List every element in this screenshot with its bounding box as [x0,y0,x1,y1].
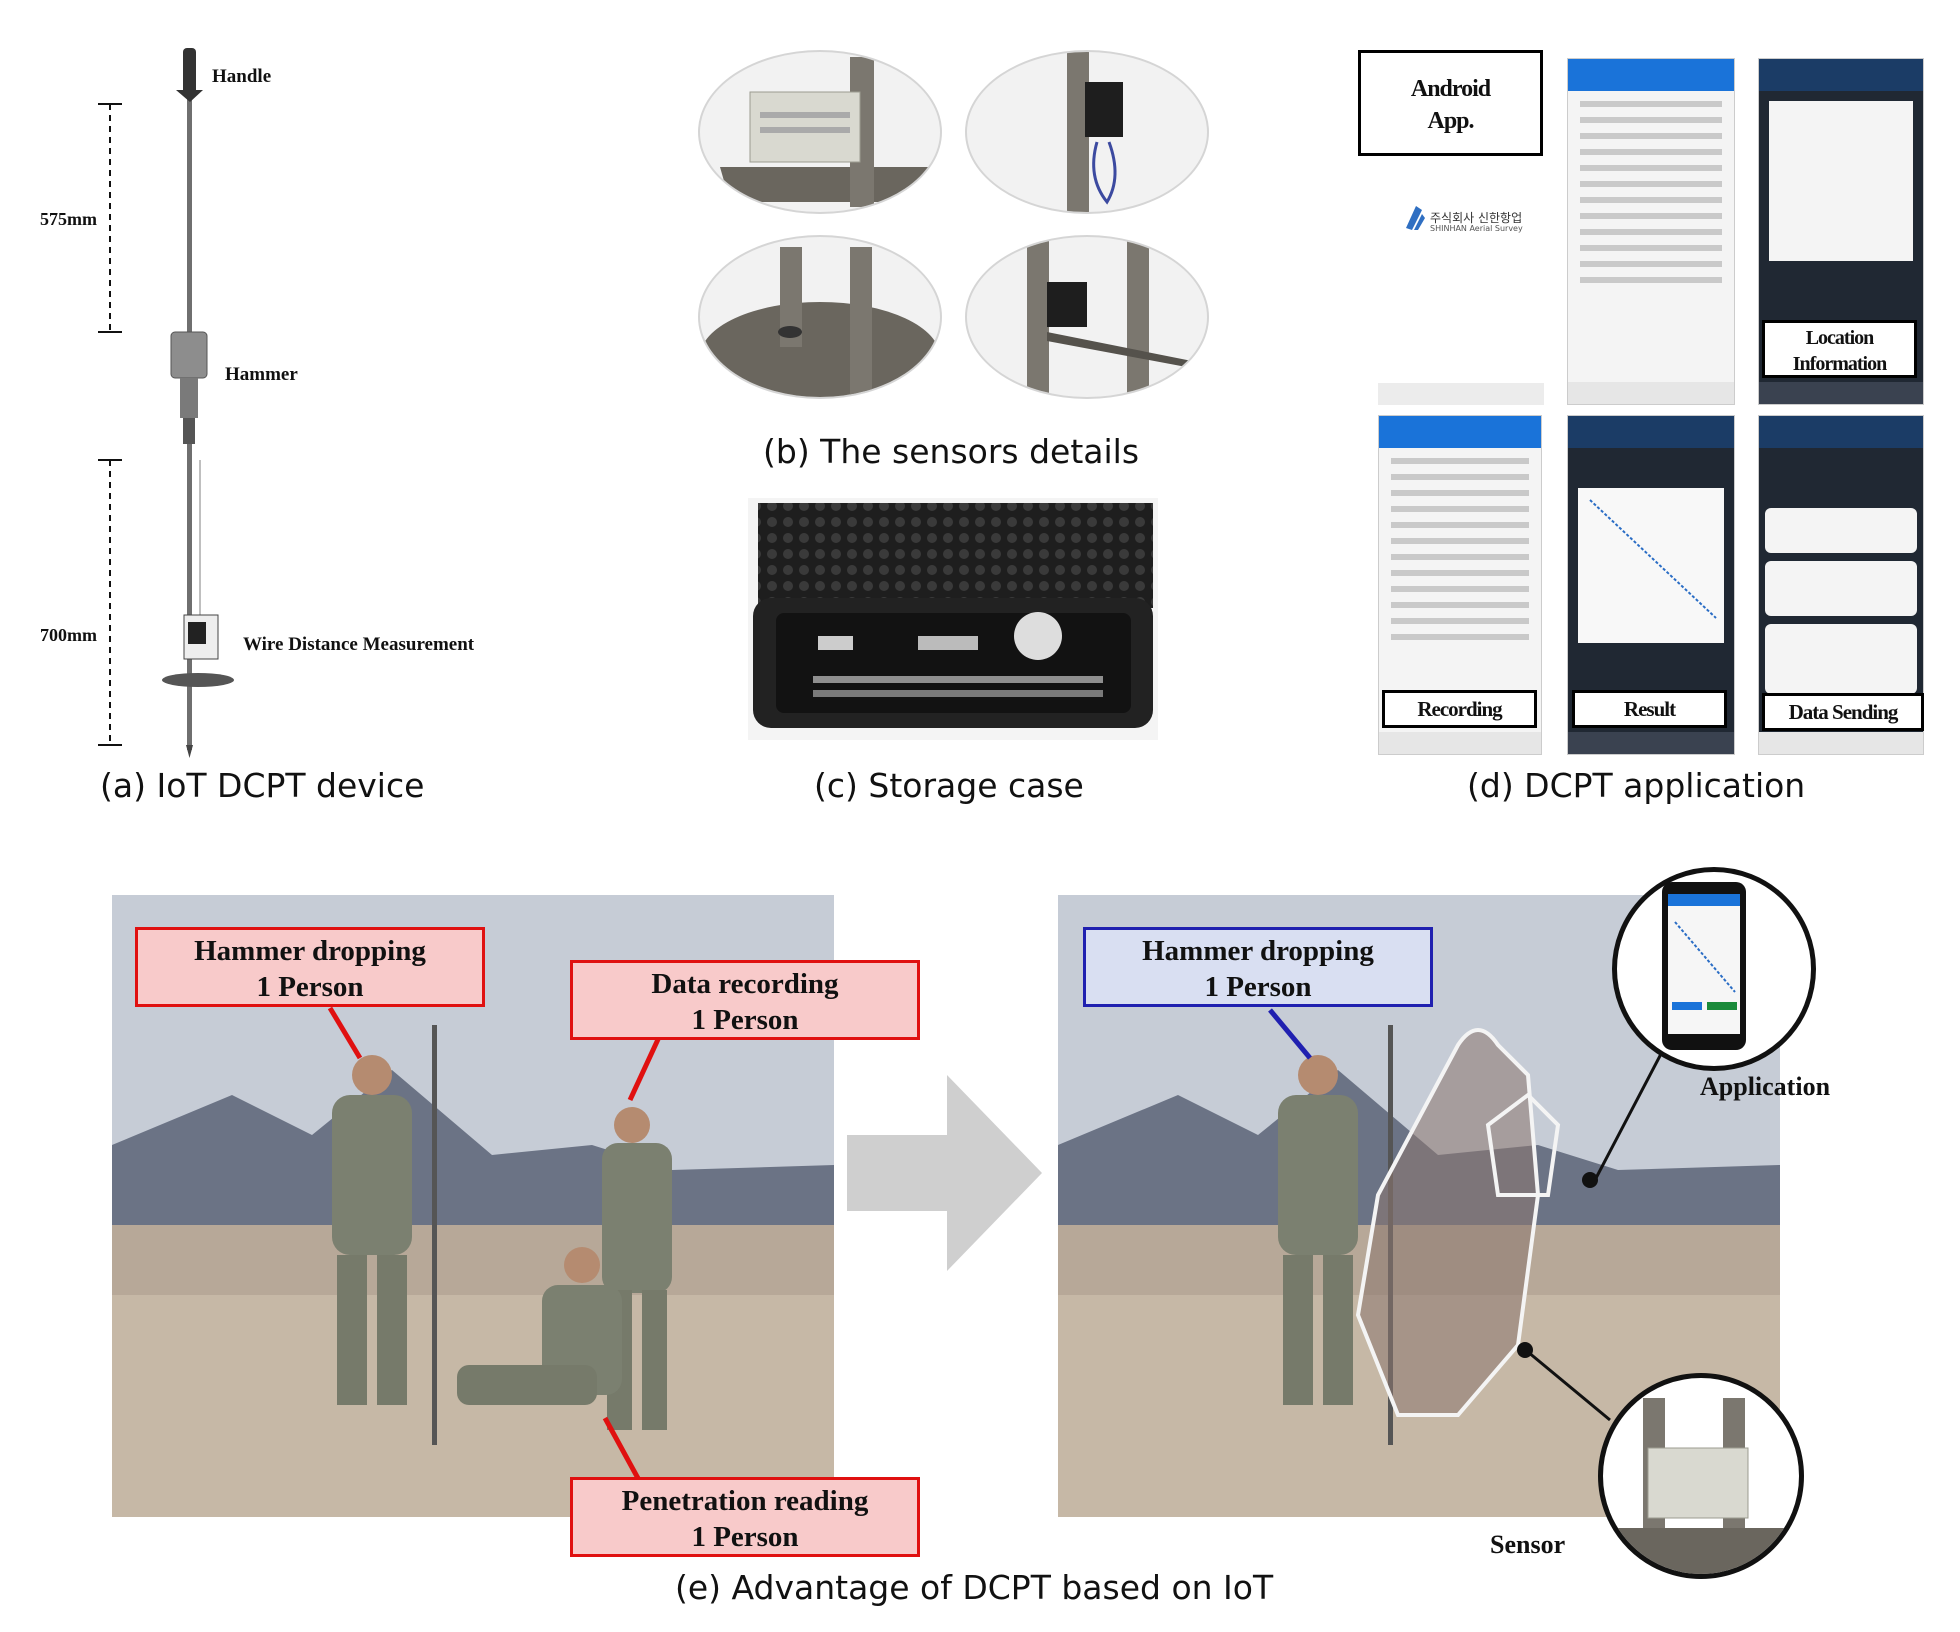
caption-b: (b) The sensors details [763,432,1140,471]
phone-location-screen [1758,58,1924,405]
label-hammer: Hammer [225,364,298,385]
sensor-detail-1 [698,50,942,214]
sensor-detail-3 [698,235,942,399]
sensor-detail-2 [965,50,1209,214]
dimension-700: 700mm [40,625,97,645]
dimension-lines [98,103,122,746]
sensor-zoom-circle [1598,1373,1804,1579]
caption-c: (c) Storage case [814,766,1084,805]
android-line-2: App. [1427,108,1474,134]
storage-case-photo [748,498,1158,740]
caption-e: (e) Advantage of DCPT based on IoT [675,1568,1274,1607]
caption-d: (d) DCPT application [1467,766,1806,805]
recording-box: Recording [1382,690,1537,728]
callout-hammer-after-line-1: Hammer dropping [1142,935,1374,967]
callout-data-line-2: 1 Person [691,1004,799,1036]
android-line-1: Android [1410,76,1491,102]
data-sending-box: Data Sending [1762,693,1924,731]
phone-settings-screen [1567,58,1735,405]
callout-pen-line-2: 1 Person [691,1521,799,1553]
callout-penetration-reading: Penetration reading 1 Person [570,1477,920,1557]
transition-arrow-icon [847,1075,1042,1271]
location-information-box: Location Information [1762,320,1917,378]
callout-hammer-line-2: 1 Person [256,971,364,1003]
callout-hammer-dropping-after: Hammer dropping 1 Person [1083,927,1433,1007]
label-application: Application [1700,1072,1831,1101]
location-line-2: Information [1792,353,1887,375]
label-sensor: Sensor [1490,1530,1566,1559]
callout-data-line-1: Data recording [651,968,839,1000]
shinhan-logo-icon [1406,206,1425,230]
callout-hammer-dropping-before: Hammer dropping 1 Person [135,927,485,1007]
sensor-detail-4 [965,235,1209,399]
dimension-575: 575mm [40,209,97,229]
company-name-english: SHINHAN Aerial Survey [1430,224,1523,233]
dcpt-device-illustration [162,48,234,758]
label-wire-distance: Wire Distance Measurement [243,634,475,655]
callout-hammer-after-line-2: 1 Person [1204,971,1312,1003]
location-line-1: Location [1805,327,1875,349]
phone-nav-bar-1 [1378,383,1544,405]
android-app-box: Android App. [1358,50,1543,156]
result-box: Result [1572,690,1727,728]
caption-a: (a) IoT DCPT device [100,766,425,805]
callout-hammer-line-1: Hammer dropping [194,935,426,967]
application-zoom-circle [1612,867,1816,1071]
phone-app-bar [1568,59,1734,91]
callout-pen-line-1: Penetration reading [621,1485,869,1517]
label-handle: Handle [212,66,272,87]
company-name-korean: 주식회사 신한항업 [1430,211,1523,225]
callout-data-recording: Data recording 1 Person [570,960,920,1040]
